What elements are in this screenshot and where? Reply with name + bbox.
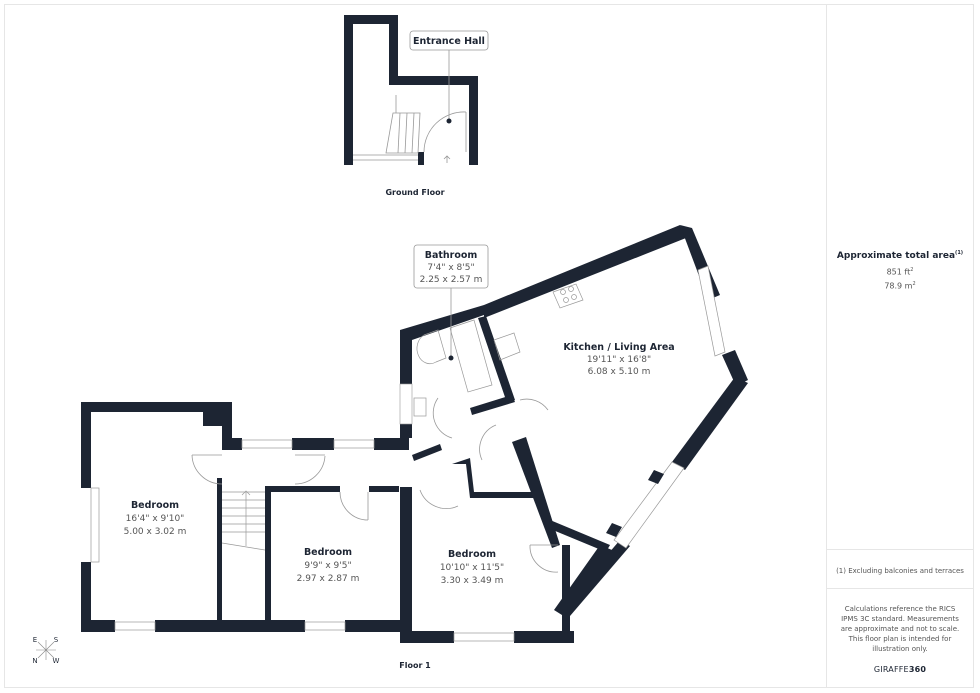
- area-m-unit-sup: 2: [912, 281, 916, 287]
- floor-1-doors: [191, 397, 559, 573]
- brand-logo-bold: 360: [908, 665, 927, 674]
- room-name-bedroom-1: Bedroom: [131, 500, 179, 511]
- footnote-text: (1) Excluding balconies and terraces: [836, 567, 964, 575]
- floor-plan-area: Entrance Hall Ground Floor: [5, 5, 825, 687]
- ground-floor-stairs: [385, 95, 421, 154]
- room-dim-imperial-kitchen: 19'11" x 16'8": [587, 355, 651, 365]
- room-name-bedroom-3: Bedroom: [448, 549, 496, 560]
- entry-arrow-icon: [443, 155, 451, 163]
- total-area-ft: 851 ft2: [827, 267, 973, 277]
- room-name-bedroom-2: Bedroom: [304, 547, 352, 558]
- room-name-entrance-hall: Entrance Hall: [413, 36, 485, 47]
- area-ft-value: 851 ft: [886, 267, 911, 277]
- compass-icon: E S N W: [32, 636, 59, 665]
- ground-floor-walls: [344, 15, 478, 165]
- hob-icon: [552, 283, 584, 309]
- ground-floor-label: Ground Floor: [385, 188, 444, 197]
- brand-logo: GIRAFFE360: [827, 665, 973, 674]
- area-m-value: 78.9 m: [884, 281, 913, 291]
- room-dim-imperial-bedroom-1: 16'4" x 9'10": [126, 514, 185, 524]
- entrance-hall-label-box: [409, 30, 489, 51]
- room-name-bathroom: Bathroom: [425, 250, 478, 261]
- ground-floor-plan: Entrance Hall Ground Floor: [344, 15, 489, 197]
- compass-n: N: [32, 657, 37, 665]
- floor-1-plan: Bathroom 7'4" x 8'5" 2.25 x 2.57 m Kitch…: [81, 225, 748, 670]
- summary-divider-2: [827, 588, 973, 589]
- bathroom-label-box: [413, 244, 489, 289]
- total-area-title: Approximate total area(1): [827, 250, 973, 261]
- summary-panel: Approximate total area(1) 851 ft2 78.9 m…: [826, 5, 973, 687]
- page-frame: [4, 4, 974, 688]
- room-dim-metric-bedroom-2: 2.97 x 2.87 m: [297, 574, 360, 584]
- room-dim-imperial-bedroom-2: 9'9" x 9'5": [304, 561, 351, 571]
- area-ft-unit-sup: 2: [910, 267, 914, 273]
- room-dim-metric-bedroom-1: 5.00 x 3.02 m: [124, 527, 187, 537]
- room-name-kitchen: Kitchen / Living Area: [563, 342, 674, 353]
- compass-e: E: [33, 636, 37, 644]
- room-dim-imperial-bathroom: 7'4" x 8'5": [427, 263, 474, 273]
- room-dim-metric-bedroom-3: 3.30 x 3.49 m: [441, 576, 504, 586]
- compass-s: S: [54, 636, 59, 644]
- room-dim-metric-bathroom: 2.25 x 2.57 m: [420, 275, 483, 285]
- floor-1-walls: [81, 225, 748, 643]
- floor-1-label: Floor 1: [399, 661, 431, 670]
- room-dim-imperial-bedroom-3: 10'10" x 11'5": [440, 563, 504, 573]
- brand-logo-light: GIRAFFE: [873, 665, 909, 674]
- total-area-m: 78.9 m2: [827, 281, 973, 291]
- compass-w: W: [53, 657, 60, 665]
- room-dim-metric-kitchen: 6.08 x 5.10 m: [588, 367, 651, 377]
- total-area-title-text: Approximate total area: [836, 251, 956, 261]
- disclaimer-text: Calculations reference the RICS IPMS 3C …: [840, 605, 960, 653]
- total-area-note-marker: (1): [955, 250, 964, 256]
- floor-1-windows: [90, 265, 726, 642]
- floor-1-stairs: [221, 490, 266, 551]
- summary-divider-1: [827, 549, 973, 550]
- floor-plan-drawing: Entrance Hall Ground Floor: [32, 15, 748, 670]
- bathroom-fixtures: [413, 319, 521, 417]
